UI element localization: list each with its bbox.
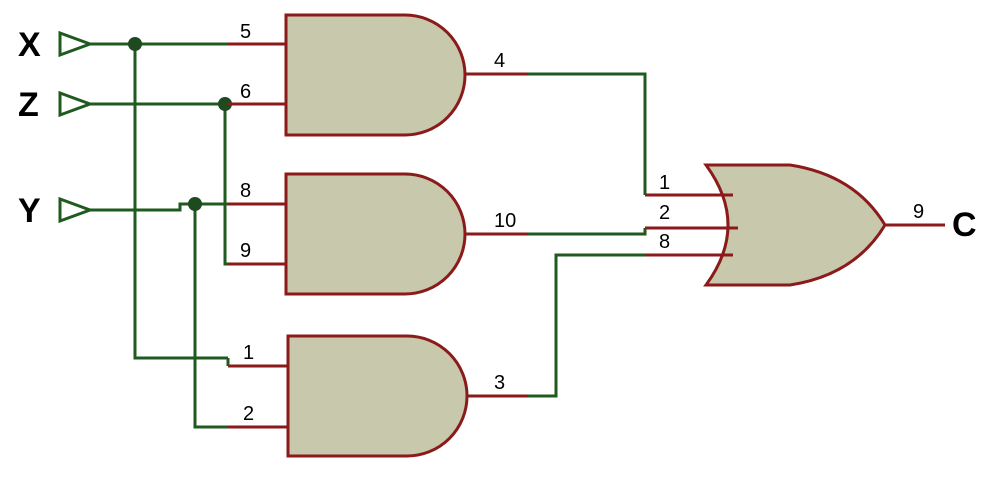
input-terminal-y[interactable] (58, 196, 95, 224)
or-gate[interactable] (645, 163, 945, 287)
and-gate-top-body (284, 13, 467, 137)
input-label-x: X (18, 26, 41, 64)
and-gate-middle[interactable] (228, 172, 528, 296)
output-label-c: C (952, 206, 977, 244)
junction-x (128, 37, 142, 51)
junction-y (188, 197, 202, 211)
and-gate-bottom-body (286, 334, 469, 458)
junction-z (218, 97, 232, 111)
pin-label-9: 9 (240, 240, 251, 262)
pin-label-2-and: 2 (243, 403, 254, 425)
pin-label-8-or: 8 (659, 231, 670, 253)
wire-y-to-and-mid (90, 202, 228, 212)
wire-and-top-to-or (528, 72, 647, 195)
input-label-z: Z (18, 86, 39, 124)
wire-and-mid-to-or (528, 228, 647, 236)
pin-label-1-and: 1 (243, 342, 254, 364)
wire-and-bot-to-or (528, 253, 645, 398)
and-gate-bottom[interactable] (228, 334, 528, 458)
wire-y-to-and-bot (193, 204, 228, 429)
pin-label-5: 5 (240, 21, 251, 43)
pin-label-10: 10 (494, 210, 516, 232)
pin-label-4: 4 (494, 50, 505, 72)
wire-z-to-and-mid (223, 104, 228, 266)
pin-label-9: 9 (913, 201, 924, 223)
pin-label-1-or: 1 (659, 172, 670, 194)
input-terminal-z[interactable] (58, 90, 95, 118)
pin-label-3: 3 (494, 372, 505, 394)
and-gate-middle-body (284, 172, 467, 296)
wire-x-to-and-bot (133, 44, 228, 360)
pin-label-8: 8 (240, 180, 251, 202)
pin-label-2-or: 2 (659, 202, 670, 224)
and-gate-top[interactable] (228, 13, 528, 137)
input-label-y: Y (18, 192, 41, 230)
or-gate-body (703, 163, 887, 287)
input-terminal-x[interactable] (58, 30, 95, 58)
pin-label-6: 6 (240, 81, 251, 103)
